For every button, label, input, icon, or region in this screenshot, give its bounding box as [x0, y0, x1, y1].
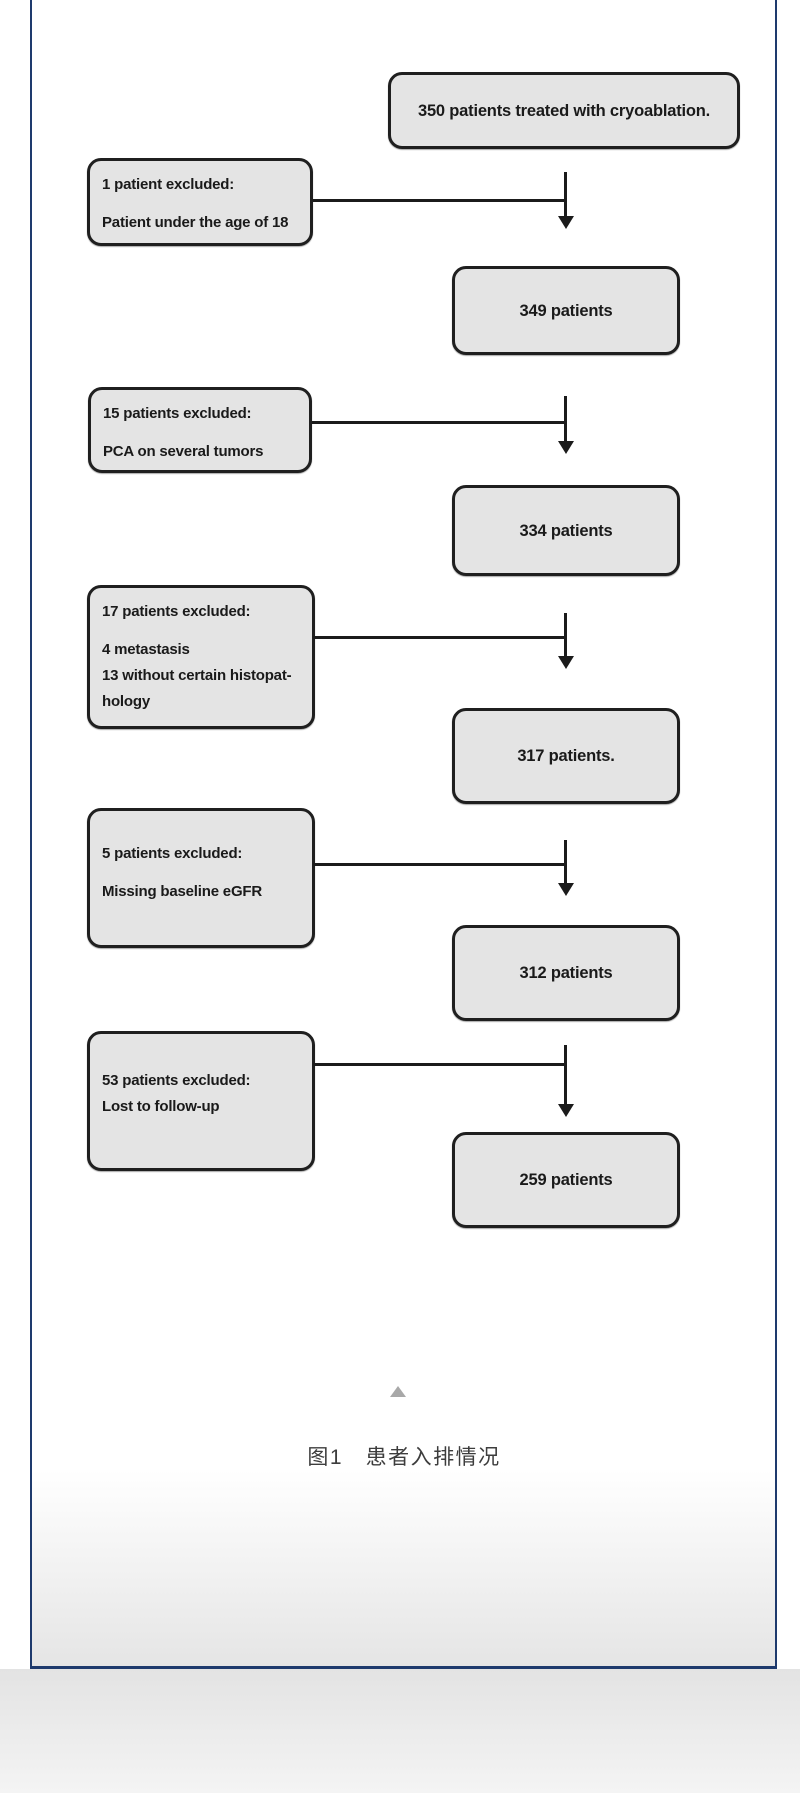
panel-border-right [775, 0, 777, 1668]
flow-box-label: 350 patients treated with cryoablation. [417, 101, 711, 120]
figure-caption: 图1 患者入排情况 [307, 1446, 501, 1469]
exclusion-line: 4 metastasis [102, 641, 190, 658]
flow-box-exclusion-17: 17 patients excluded: 4 metastasis 13 wi… [87, 585, 315, 729]
line-gap [103, 427, 301, 439]
arrow-stem-2 [564, 396, 567, 442]
exclusion-line: hology [102, 693, 150, 710]
line-gap [102, 198, 302, 210]
flow-box-label: 259 patients [519, 1171, 613, 1189]
arrow-down-icon [558, 216, 574, 229]
flow-box-317-patients: 317 patients. [452, 708, 680, 804]
flow-box-exclusion-1: 1 patient excluded: Patient under the ag… [87, 158, 313, 246]
flow-box-exclusion-53: 53 patients excluded: Lost to follow-up [87, 1031, 315, 1171]
connector-line-5 [313, 1063, 566, 1066]
exclusion-line: 53 patients excluded: [102, 1072, 251, 1089]
connector-line-4 [313, 863, 566, 866]
flow-box-label: 312 patients [519, 964, 613, 982]
arrow-down-icon [558, 656, 574, 669]
flow-box-exclusion-5: 5 patients excluded: Missing baseline eG… [87, 808, 315, 948]
exclusion-line: 1 patient excluded: [102, 176, 235, 193]
panel-border-bottom [30, 1666, 777, 1669]
flow-box-349-patients: 349 patients [452, 266, 680, 355]
arrow-down-icon [558, 1104, 574, 1117]
connector-line-1 [313, 199, 566, 202]
flow-box-label: 349 patients [519, 301, 613, 320]
flow-box-334-patients: 334 patients [452, 485, 680, 576]
arrow-stem-4 [564, 840, 567, 885]
arrow-stem-5 [564, 1045, 567, 1105]
flow-box-exclusion-15: 15 patients excluded: PCA on several tum… [88, 387, 312, 473]
exclusion-line: Lost to follow-up [102, 1098, 220, 1115]
arrow-stem-1 [564, 172, 567, 218]
panel-bottom-fade [32, 1470, 775, 1666]
arrow-down-icon [558, 441, 574, 454]
connector-line-2 [312, 421, 566, 424]
exclusion-line: 5 patients excluded: [102, 845, 243, 862]
line-gap [102, 625, 304, 637]
exclusion-line: PCA on several tumors [103, 443, 264, 460]
arrow-stem-3 [564, 613, 567, 658]
flow-box-259-patients: 259 patients [452, 1132, 680, 1228]
exclusion-line: Missing baseline eGFR [102, 883, 263, 900]
page-lower-background [0, 1669, 800, 1793]
collapse-figure-icon[interactable] [390, 1386, 406, 1397]
flow-box-label: 317 patients. [517, 747, 615, 765]
flow-box-312-patients: 312 patients [452, 925, 680, 1021]
panel-border-left [30, 0, 32, 1668]
exclusion-line: 17 patients excluded: [102, 603, 251, 620]
line-gap [102, 867, 304, 879]
exclusion-line: 15 patients excluded: [103, 405, 252, 422]
flow-box-label: 334 patients [519, 521, 613, 540]
exclusion-line: Patient under the age of 18 [102, 214, 289, 231]
arrow-down-icon [558, 883, 574, 896]
flow-box-350-patients: 350 patients treated with cryoablation. [388, 72, 740, 149]
exclusion-line: 13 without certain histopat- [102, 667, 292, 684]
connector-line-3 [313, 636, 566, 639]
